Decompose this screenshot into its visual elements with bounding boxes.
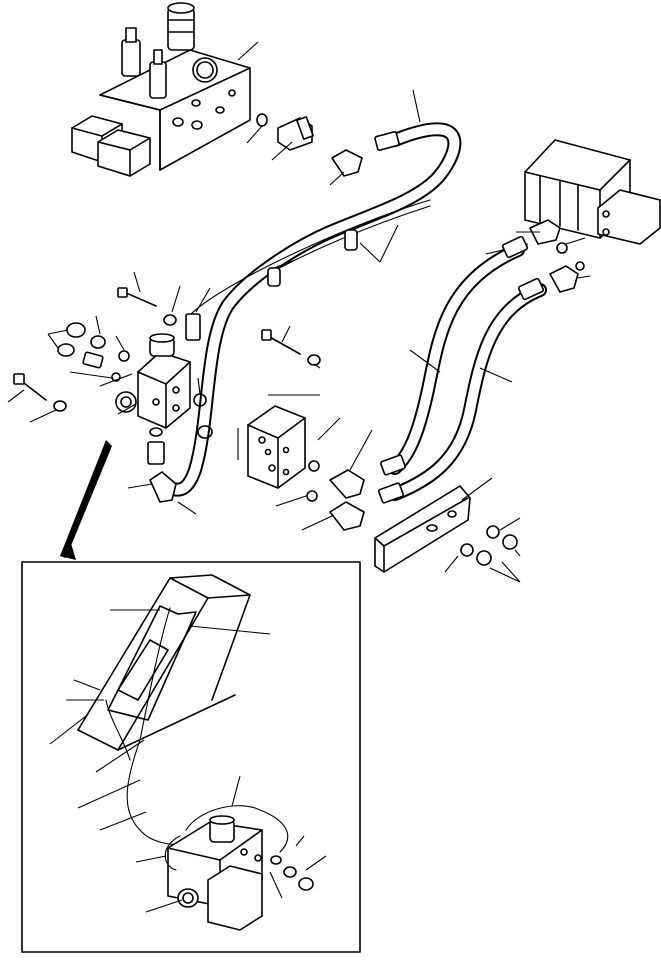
detail-frame (21, 561, 361, 953)
solenoid-box (97, 129, 151, 177)
valve-port (192, 57, 218, 83)
hose-nut (380, 454, 406, 476)
manifold-block (237, 394, 373, 531)
nut (502, 534, 518, 550)
elbow-fitting (331, 149, 363, 177)
hose-nut (374, 131, 400, 151)
elbow-fitting (329, 469, 365, 499)
control-valve-assembly (71, 2, 363, 186)
pilot-valve (121, 39, 141, 77)
valve-bank-right (485, 139, 661, 293)
detail-inset (21, 561, 361, 953)
connector-fitting (549, 265, 579, 293)
o-ring (256, 113, 268, 127)
hose-clamp (267, 267, 281, 287)
nut (476, 550, 492, 566)
hose-nut (378, 482, 404, 504)
relief-valve (167, 7, 195, 51)
connector-fitting (529, 219, 561, 245)
o-ring (556, 242, 568, 254)
washer (486, 525, 500, 539)
detail-pointer (60, 440, 112, 558)
elbow-fitting (329, 501, 365, 531)
small-valve-assembly (7, 271, 321, 515)
mounting-plate (374, 477, 521, 583)
lower-hoses (378, 235, 547, 504)
pilot-valve (149, 61, 167, 99)
hose-clamp (344, 229, 358, 251)
upper-hose (163, 89, 462, 497)
hose-nut (501, 235, 529, 259)
washer (460, 543, 474, 557)
small-valve-body (137, 351, 191, 429)
hose-nut (517, 277, 545, 301)
